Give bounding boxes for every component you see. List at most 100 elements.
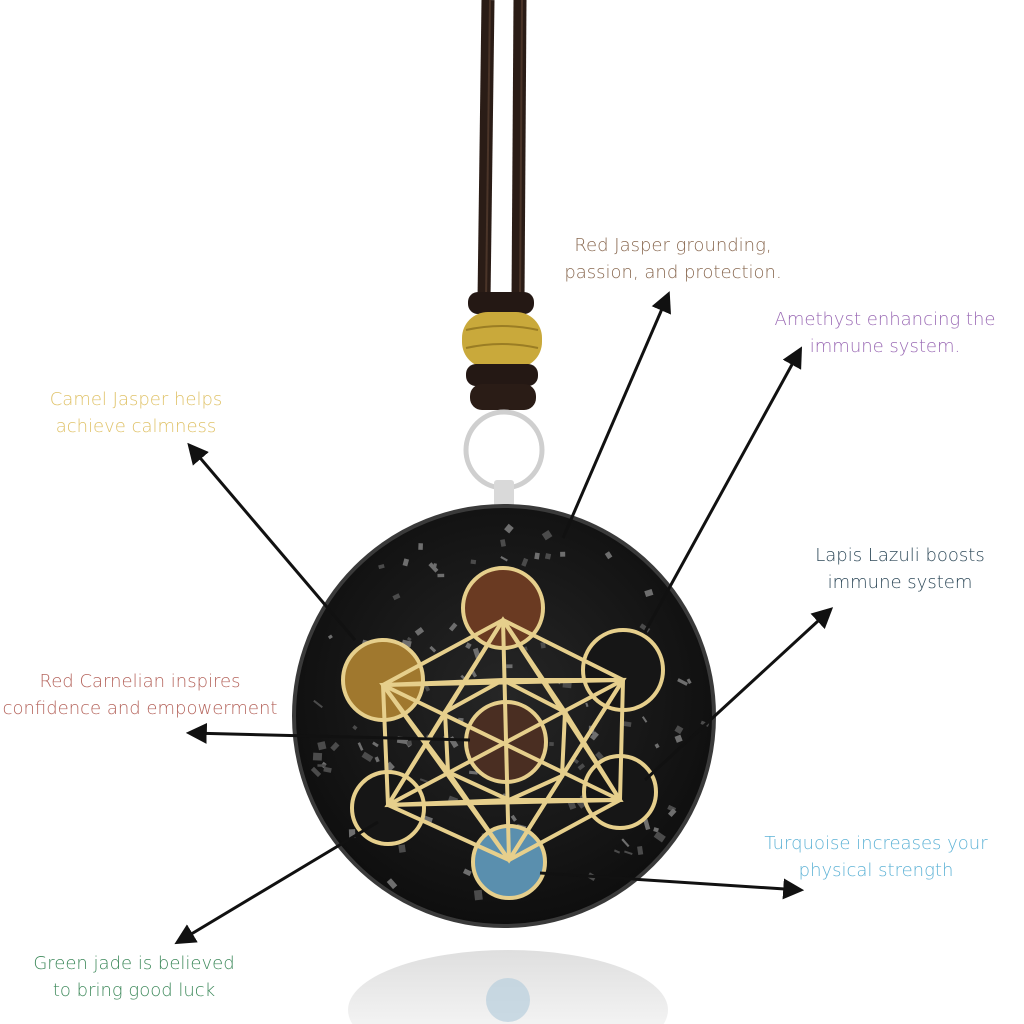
stone-fleck <box>378 564 385 570</box>
stone-fleck <box>465 642 472 650</box>
stone-fleck <box>414 626 425 636</box>
stone-fleck <box>470 559 477 565</box>
stone-fleck <box>398 844 406 853</box>
stone-fleck <box>654 743 660 749</box>
stone-fleck <box>310 766 322 778</box>
stone-fleck <box>653 831 666 843</box>
stone-fleck <box>418 543 423 550</box>
label-red-jasper-line1: Red Jasper grounding, <box>574 235 772 256</box>
label-green-jade: Green jade is believed to bring good luc… <box>22 950 246 1004</box>
arrow-camel-jasper <box>187 442 357 641</box>
arrow-lapis-lazuli <box>643 607 834 782</box>
stone-fleck <box>544 553 552 560</box>
stone-fleck <box>624 850 633 856</box>
label-amethyst: Amethyst enhancing the immune system. <box>765 306 1005 360</box>
stone-fleck <box>623 721 632 727</box>
stone-fleck <box>374 756 380 763</box>
label-red-jasper: Red Jasper grounding, passion, and prote… <box>548 232 798 286</box>
stone-fleck <box>352 725 358 731</box>
stone-fleck <box>500 555 508 562</box>
stone-fleck <box>402 558 410 567</box>
stone-fleck <box>613 849 621 854</box>
annotation-arrows <box>174 291 834 945</box>
stone-fleck <box>330 741 340 752</box>
stone-fleck <box>313 699 323 709</box>
arrow-turquoise <box>539 871 805 900</box>
label-red-carnelian-line1: Red Carnelian inspires <box>39 671 241 692</box>
arrow-red-carnelian <box>185 722 471 744</box>
stone-fleck <box>506 664 513 669</box>
stone-fleck <box>392 593 401 601</box>
stone-fleck <box>473 889 483 901</box>
stone-fleck <box>386 878 398 890</box>
stone-fleck <box>429 645 437 653</box>
label-amethyst-line2: immune system. <box>809 336 961 357</box>
arrow-red-jasper <box>561 291 671 539</box>
stone-fleck <box>644 588 654 598</box>
label-green-jade-line1: Green jade is believed <box>33 953 235 974</box>
stone-fleck <box>674 734 683 743</box>
stone-fleck <box>595 751 604 761</box>
label-camel-jasper: Camel Jasper helps achieve calmness <box>36 386 236 440</box>
stone-fleck <box>406 636 412 642</box>
stone-fleck <box>317 741 327 751</box>
stone-fleck <box>653 827 659 833</box>
stone-fleck <box>317 764 326 767</box>
label-lapis-lazuli: Lapis Lazuli boosts immune system <box>795 542 1005 596</box>
stone-fleck <box>641 716 648 723</box>
stone-fleck <box>534 552 540 560</box>
stone-fleck <box>312 752 323 761</box>
label-red-jasper-line2: passion, and protection. <box>564 262 782 283</box>
stone-fleck <box>677 678 688 686</box>
stone-fleck <box>577 763 586 771</box>
stone-fleck <box>637 846 644 855</box>
label-amethyst-line1: Amethyst enhancing the <box>774 309 996 330</box>
label-lapis-lazuli-line1: Lapis Lazuli boosts <box>815 545 985 566</box>
stone-fleck <box>504 523 514 534</box>
stone-fleck <box>448 622 458 632</box>
metatron-cube <box>341 566 665 900</box>
stone-fleck <box>323 766 332 773</box>
label-red-carnelian-line2: confidence and empowerment <box>2 698 278 719</box>
stone-fleck <box>589 731 599 741</box>
label-lapis-lazuli-line2: immune system <box>827 572 973 593</box>
pendant-reflection <box>348 950 668 1024</box>
stone-fleck <box>437 573 445 578</box>
cord <box>462 0 542 410</box>
stone-fleck <box>406 740 413 747</box>
stone-fleck <box>361 751 374 763</box>
label-green-jade-line2: to bring good luck <box>52 980 216 1001</box>
stone-fleck <box>549 742 554 747</box>
label-turquoise: Turquoise increases your physical streng… <box>758 830 994 884</box>
stone-fleck <box>468 770 478 775</box>
label-turquoise-line1: Turquoise increases your <box>764 833 988 854</box>
stone-fleck <box>419 778 428 783</box>
label-camel-jasper-line1: Camel Jasper helps <box>49 389 223 410</box>
stone-fleck <box>585 702 589 708</box>
stone-fleck <box>560 551 566 557</box>
arrow-green-jade <box>174 820 379 945</box>
stone-fleck <box>521 557 529 567</box>
stone-fleck <box>686 678 692 685</box>
stone-fleck <box>541 529 553 541</box>
label-camel-jasper-line2: achieve calmness <box>55 416 217 437</box>
bail-ring <box>463 409 545 514</box>
stone-fleck <box>604 551 613 560</box>
stone-fleck <box>667 808 677 818</box>
stone-fleck <box>372 741 379 748</box>
stone-fleck <box>643 818 651 831</box>
stone-fleck <box>674 725 684 735</box>
arrow-amethyst <box>643 346 803 633</box>
gold-bead <box>462 312 542 368</box>
stone-fleck <box>327 634 333 640</box>
stone-fleck <box>428 562 439 573</box>
stone-fleck <box>510 814 517 822</box>
stone-fleck <box>462 868 472 877</box>
label-turquoise-line2: physical strength <box>798 860 954 881</box>
stone-fleck <box>621 838 630 848</box>
stone-fleck <box>540 642 546 649</box>
label-red-carnelian: Red Carnelian inspires confidence and em… <box>0 668 280 722</box>
stone-fleck <box>500 539 506 547</box>
stone-fleck <box>357 742 364 751</box>
